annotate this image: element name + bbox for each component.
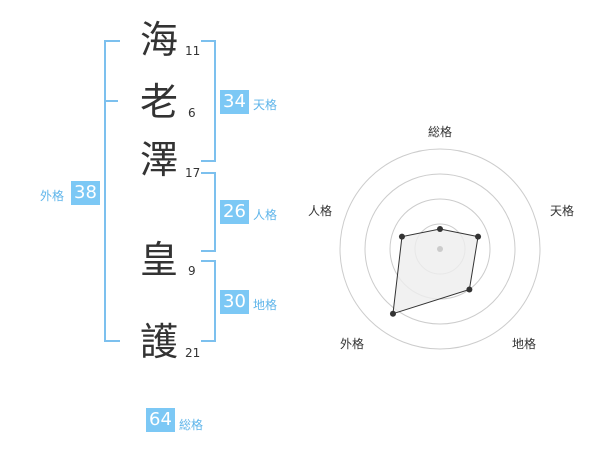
tenkaku-bracket (201, 40, 216, 162)
radar-point-1 (475, 233, 482, 240)
name-char-3: 澤 (139, 138, 178, 182)
gaikaku-bracket-tick (104, 100, 118, 102)
radar-point-2 (466, 286, 473, 293)
radar-axis-label-jinkaku: 人格 (308, 204, 333, 218)
soukaku-score: 64 (146, 408, 175, 432)
tenkaku-score: 34 (220, 90, 249, 114)
stroke-count-3: 17 (185, 166, 201, 180)
radar-center-dot (437, 246, 443, 252)
name-char-2: 老 (139, 80, 178, 124)
chikaku-label: 地格 (253, 298, 278, 312)
radar-axis-label-chikaku: 地格 (512, 337, 537, 351)
radar-polygon (392, 228, 479, 315)
jinkaku-label: 人格 (253, 208, 278, 222)
soukaku-label: 総格 (179, 418, 204, 432)
radar-ring-4 (339, 148, 541, 350)
radar-axis-label-gaikaku: 外格 (340, 337, 365, 351)
radar-ring-3 (364, 173, 516, 325)
stroke-count-4: 9 (188, 264, 196, 278)
chikaku-score: 30 (220, 290, 249, 314)
radar-point-0 (437, 226, 443, 232)
stroke-count-2: 6 (188, 106, 196, 120)
stroke-count-1: 11 (185, 44, 201, 58)
gaikaku-score: 38 (71, 181, 100, 205)
radar-point-4 (398, 233, 405, 240)
name-char-5: 護 (139, 320, 178, 364)
radar-point-3 (389, 310, 396, 317)
radar-axis-label-tenkaku: 天格 (550, 204, 575, 218)
radar-axis-label-soukaku: 総格 (428, 125, 453, 139)
name-char-4: 皇 (139, 238, 178, 282)
jinkaku-score: 26 (220, 200, 249, 224)
chikaku-bracket (201, 260, 216, 342)
jinkaku-bracket (201, 172, 216, 252)
stroke-count-5: 21 (185, 346, 201, 360)
name-char-1: 海 (139, 18, 178, 62)
gaikaku-label: 外格 (40, 189, 65, 203)
tenkaku-label: 天格 (253, 98, 278, 112)
gaikaku-bracket (104, 40, 120, 342)
